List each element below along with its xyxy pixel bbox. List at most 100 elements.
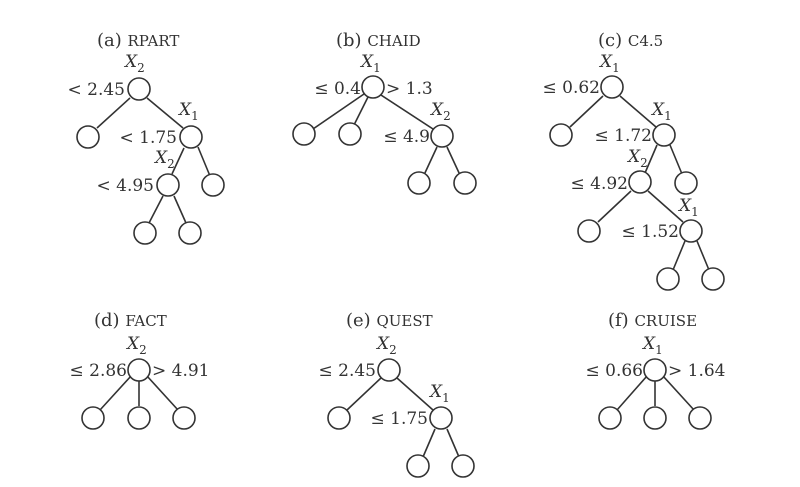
edge xyxy=(146,375,179,411)
node-variable-label: X2 xyxy=(123,52,145,75)
edge xyxy=(662,375,695,411)
tree-leaf xyxy=(643,406,667,430)
tree-node-root xyxy=(600,75,624,99)
tree-leaf xyxy=(76,125,100,149)
split-condition: > 1.3 xyxy=(386,79,433,99)
tree-node xyxy=(430,124,454,148)
tree-node xyxy=(628,170,652,194)
tree-node xyxy=(179,125,203,149)
edge xyxy=(396,377,434,411)
panel-e-title: (e) QUEST xyxy=(346,310,433,331)
tree-leaf xyxy=(407,171,431,195)
panel-c-title: (c) C4.5 xyxy=(598,30,663,51)
split-condition: ≤ 1.72 xyxy=(595,126,653,146)
tree-node xyxy=(429,406,453,430)
split-condition: < 4.95 xyxy=(97,176,155,196)
tree-leaf xyxy=(451,454,475,478)
tree-node xyxy=(652,123,676,147)
panel-d-fact: (d) FACT X2 ≤ 2.86 > 4.91 xyxy=(70,310,210,430)
tree-leaf xyxy=(338,122,362,146)
tree-node-root xyxy=(643,358,667,382)
node-variable-label: X1 xyxy=(359,52,381,75)
split-condition: ≤ 0.66 xyxy=(586,361,644,381)
edge xyxy=(99,375,132,411)
tree-leaf xyxy=(178,221,202,245)
tree-leaf xyxy=(453,171,477,195)
edge xyxy=(353,96,369,126)
split-condition: ≤ 4.92 xyxy=(571,174,629,194)
edge xyxy=(569,95,604,128)
tree-leaf xyxy=(172,406,196,430)
tree-node xyxy=(156,173,180,197)
edge xyxy=(619,95,657,128)
edge xyxy=(346,377,382,411)
edge xyxy=(173,195,187,224)
split-condition: ≤ 1.75 xyxy=(371,409,429,429)
edge xyxy=(696,240,710,271)
edge xyxy=(171,147,185,175)
split-condition: < 1.75 xyxy=(120,128,178,148)
edge xyxy=(644,144,658,174)
tree-leaf xyxy=(598,406,622,430)
tree-leaf xyxy=(406,454,430,478)
node-variable-label: X1 xyxy=(428,382,450,405)
edge xyxy=(380,94,434,130)
panel-a-rpart: (a) RPART X2 < 2.45 X1 < 1.75 X2 < 4.95 xyxy=(68,30,225,245)
panel-d-title: (d) FACT xyxy=(94,310,167,331)
split-condition: < 2.45 xyxy=(68,80,126,100)
tree-node xyxy=(679,219,703,243)
tree-leaf xyxy=(701,267,725,291)
edge xyxy=(422,428,436,458)
edge xyxy=(616,375,648,411)
edge xyxy=(446,428,460,458)
tree-node-root xyxy=(361,75,385,99)
edge xyxy=(146,97,184,129)
edge xyxy=(669,144,683,175)
split-condition: ≤ 1.52 xyxy=(622,222,680,242)
tree-leaf xyxy=(688,406,712,430)
panel-b-chaid: (b) CHAID X1 ≤ 0.4 > 1.3 X2 ≤ 4.9 xyxy=(292,30,477,195)
node-variable-label: X2 xyxy=(125,334,147,357)
node-variable-label: X1 xyxy=(650,100,672,123)
edge xyxy=(96,97,131,129)
tree-node-root xyxy=(127,358,151,382)
node-variable-label: X2 xyxy=(153,148,175,171)
node-variable-label: X2 xyxy=(429,100,451,123)
edge xyxy=(148,195,164,224)
panel-c-c45: (c) C4.5 X1 ≤ 0.62 X1 ≤ 1.72 X2 ≤ 4.92 X… xyxy=(543,30,725,291)
tree-leaf xyxy=(577,219,601,243)
node-variable-label: X1 xyxy=(177,100,199,123)
node-variable-label: X2 xyxy=(626,147,648,170)
edge xyxy=(197,146,211,177)
tree-leaf xyxy=(127,406,151,430)
edge xyxy=(597,190,632,223)
edge xyxy=(423,146,438,176)
split-condition: > 1.64 xyxy=(668,361,726,381)
node-variable-label: X2 xyxy=(375,334,397,357)
panel-f-title: (f) CRUISE xyxy=(608,310,697,331)
panel-a-title: (a) RPART xyxy=(97,30,179,51)
tree-node-root xyxy=(377,358,401,382)
tree-node-root xyxy=(127,77,151,101)
split-condition: ≤ 0.62 xyxy=(543,78,601,98)
tree-leaf xyxy=(549,123,573,147)
tree-leaf xyxy=(81,406,105,430)
split-condition: > 4.91 xyxy=(152,361,210,381)
tree-leaf xyxy=(674,171,698,195)
edge xyxy=(647,190,684,223)
panel-b-title: (b) CHAID xyxy=(336,30,421,51)
tree-leaf xyxy=(327,406,351,430)
split-condition: ≤ 0.4 xyxy=(314,79,361,99)
split-condition: ≤ 2.45 xyxy=(319,361,377,381)
split-condition: ≤ 4.9 xyxy=(383,127,430,147)
tree-leaf xyxy=(201,173,225,197)
node-variable-label: X1 xyxy=(677,196,699,219)
split-condition: ≤ 2.86 xyxy=(70,361,128,381)
tree-leaf xyxy=(656,267,680,291)
panel-e-quest: (e) QUEST X2 ≤ 2.45 X1 ≤ 1.75 xyxy=(319,310,475,478)
tree-leaf xyxy=(133,221,157,245)
edge xyxy=(672,240,686,271)
edge xyxy=(312,93,365,130)
edge xyxy=(446,146,461,176)
